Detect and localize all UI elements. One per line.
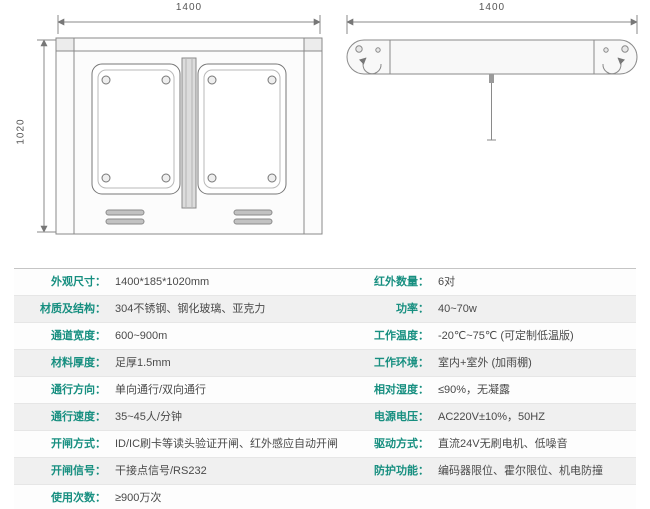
spec-cell-left: 材质及结构： 304不锈钢、钢化玻璃、亚克力 — [14, 296, 325, 322]
front-view-drawing — [37, 15, 323, 235]
spec-cell-left: 通行速度： 35~45人/分钟 — [14, 404, 325, 430]
spec-row: 开闸信号： 干接点信号/RS232 防护功能： 编码器限位、霍尔限位、机电防撞 — [14, 458, 636, 485]
spec-label: 开闸信号： — [51, 465, 106, 477]
spec-row: 使用次数： ≥900万次 — [14, 485, 636, 509]
spec-row: 开闸方式： ID/IC刷卡等读头验证开闸、红外感应自动开闸 驱动方式： 直流24V无刷… — [14, 431, 636, 458]
spec-table: 外观尺寸： 1400*185*1020mm 红外数量： 6对材质及结构： 304不锈钢、… — [14, 268, 636, 509]
spec-label: 红外数量： — [374, 276, 429, 288]
spec-cell-right: 相对湿度： ≤90%，无凝露 — [325, 377, 636, 403]
spec-cell-left: 通行方向： 单向通行/双向通行 — [14, 377, 325, 403]
right-end-mechanism — [602, 45, 629, 75]
spec-label: 通行速度： — [51, 411, 106, 423]
spec-cell-right: 红外数量： 6对 — [325, 269, 636, 295]
top-view-drawing — [346, 15, 638, 141]
spec-label: 驱动方式： — [374, 438, 429, 450]
vent-grilles — [105, 209, 273, 225]
spec-label: 电源电压： — [374, 411, 429, 423]
spec-value: 足厚1.5mm — [115, 357, 171, 369]
front-view-height-dimension: 1020 — [15, 118, 27, 145]
top-view-width-dimension: 1400 — [478, 2, 506, 13]
front-view-width-dimension: 1400 — [175, 2, 203, 13]
spec-value: ≥900万次 — [115, 492, 162, 504]
spec-value: 6对 — [438, 276, 456, 288]
spec-value: -20℃~75℃ (可定制低温版) — [438, 330, 574, 342]
spec-value: AC220V±10%，50HZ — [438, 411, 545, 423]
spec-value: 干接点信号/RS232 — [115, 465, 207, 477]
spec-label: 开闸方式： — [51, 438, 106, 450]
spec-value: 编码器限位、霍尔限位、机电防撞 — [438, 465, 603, 477]
spec-label: 外观尺寸： — [51, 276, 106, 288]
center-post — [181, 57, 197, 209]
spec-label: 材质及结构： — [40, 303, 106, 315]
spec-label: 材料厚度： — [51, 357, 106, 369]
spec-label: 使用次数： — [51, 492, 106, 504]
spec-label — [351, 485, 429, 509]
spec-cell-left: 外观尺寸： 1400*185*1020mm — [14, 269, 325, 295]
spec-value: ID/IC刷卡等读头验证开闸、红外感应自动开闸 — [115, 438, 339, 450]
spec-label: 工作温度： — [374, 330, 429, 342]
technical-drawing-canvas — [37, 15, 638, 235]
spec-cell-right: 功率： 40~70w — [325, 296, 636, 322]
spec-value: 40~70w — [438, 303, 477, 315]
spec-row: 材质及结构： 304不锈钢、钢化玻璃、亚克力 功率： 40~70w — [14, 296, 636, 323]
spec-cell-left: 通道宽度： 600~900m — [14, 323, 325, 349]
technical-drawings: 1400 1020 1400 — [15, 2, 638, 235]
spec-label: 工作环境： — [374, 357, 429, 369]
spec-value: 单向通行/双向通行 — [115, 384, 207, 396]
glass-panel-left — [91, 63, 181, 195]
glass-panel-right — [197, 63, 287, 195]
spec-value: 室内+室外 (加雨棚) — [438, 357, 532, 369]
swing-wing — [487, 74, 496, 141]
spec-value: 1400*185*1020mm — [115, 276, 210, 288]
spec-cell-left: 材料厚度： 足厚1.5mm — [14, 350, 325, 376]
spec-label: 防护功能： — [374, 465, 429, 477]
spec-label: 通道宽度： — [51, 330, 106, 342]
spec-label: 功率： — [396, 303, 429, 315]
spec-row: 通行速度： 35~45人/分钟 电源电压： AC220V±10%，50HZ — [14, 404, 636, 431]
spec-row: 通行方向： 单向通行/双向通行 相对湿度： ≤90%，无凝露 — [14, 377, 636, 404]
spec-value: 304不锈钢、钢化玻璃、亚克力 — [115, 303, 266, 315]
spec-cell-right: 驱动方式： 直流24V无刷电机、低噪音 — [325, 431, 636, 457]
left-end-mechanism — [355, 45, 382, 75]
spec-value: 直流24V无刷电机、低噪音 — [438, 438, 568, 450]
spec-row: 材料厚度： 足厚1.5mm 工作环境： 室内+室外 (加雨棚) — [14, 350, 636, 377]
spec-label: 通行方向： — [51, 384, 106, 396]
spec-row: 通道宽度： 600~900m 工作温度： -20℃~75℃ (可定制低温版) — [14, 323, 636, 350]
spec-label: 相对湿度： — [374, 384, 429, 396]
spec-cell-right — [325, 485, 636, 509]
spec-value: 600~900m — [115, 330, 168, 342]
spec-cell-right: 电源电压： AC220V±10%，50HZ — [325, 404, 636, 430]
spec-value: ≤90%，无凝露 — [438, 384, 511, 396]
spec-row: 外观尺寸： 1400*185*1020mm 红外数量： 6对 — [14, 269, 636, 296]
spec-cell-right: 防护功能： 编码器限位、霍尔限位、机电防撞 — [325, 458, 636, 484]
spec-cell-right: 工作温度： -20℃~75℃ (可定制低温版) — [325, 323, 636, 349]
spec-cell-left: 使用次数： ≥900万次 — [14, 485, 325, 509]
spec-value: 35~45人/分钟 — [115, 411, 182, 423]
spec-cell-left: 开闸方式： ID/IC刷卡等读头验证开闸、红外感应自动开闸 — [14, 431, 338, 457]
spec-cell-right: 工作环境： 室内+室外 (加雨棚) — [325, 350, 636, 376]
spec-cell-left: 开闸信号： 干接点信号/RS232 — [14, 458, 325, 484]
